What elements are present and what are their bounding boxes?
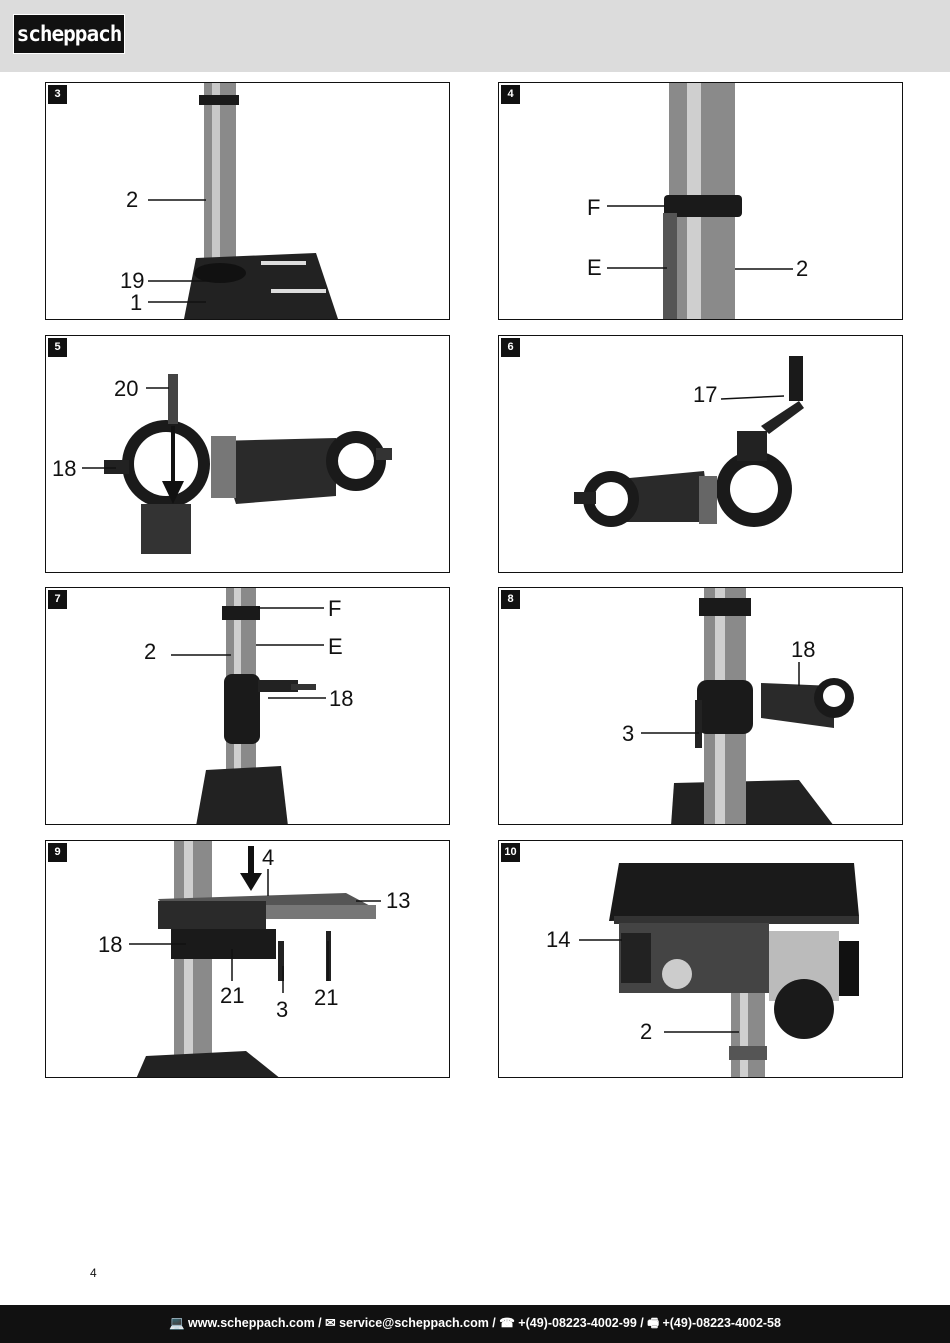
part-label: 2 (640, 1019, 653, 1044)
part-label: 3 (276, 997, 289, 1022)
figure-number: 8 (501, 590, 520, 609)
crank-arm-photo (574, 356, 804, 527)
part-label: 18 (329, 686, 354, 711)
part-label: 14 (546, 927, 571, 952)
figure-5: 5 20 18 (45, 335, 450, 573)
part-label: 1 (130, 290, 143, 315)
part-label: F (328, 596, 342, 621)
part-label: 4 (262, 845, 275, 870)
figure-number: 6 (501, 338, 520, 357)
table-mounting-photo (129, 841, 381, 1077)
part-label: 13 (386, 888, 411, 913)
figure-4: 4 F E 2 (498, 82, 903, 320)
figure-number: 10 (501, 843, 520, 862)
page-header: scheppach (0, 0, 950, 72)
part-label: 17 (693, 382, 718, 407)
part-label: 2 (126, 187, 139, 212)
drill-column-base-photo (148, 83, 338, 319)
part-label: F (587, 195, 601, 220)
figure-6: 6 17 (498, 335, 903, 573)
part-label: 2 (144, 639, 157, 664)
part-label: 19 (120, 268, 145, 293)
part-label: 20 (114, 376, 139, 401)
brand-logo: scheppach (13, 14, 125, 54)
part-label: E (587, 255, 602, 280)
figure-number: 7 (48, 590, 67, 609)
part-label: 2 (796, 256, 809, 281)
figure-9: 9 4 13 18 21 3 21 (45, 840, 450, 1078)
part-label: 18 (52, 456, 77, 481)
column-rack-photo (607, 83, 793, 319)
figure-number: 9 (48, 843, 67, 862)
page-number: 4 (90, 1266, 97, 1280)
drill-head-photo (579, 863, 859, 1077)
figure-number: 4 (501, 85, 520, 104)
part-label: 18 (791, 637, 816, 662)
part-label: 21 (314, 985, 339, 1010)
part-label: E (328, 634, 343, 659)
figure-3: 3 2 19 1 (45, 82, 450, 320)
part-label: 3 (622, 721, 635, 746)
part-label: 18 (98, 932, 123, 957)
table-support-photo (82, 374, 392, 554)
column-with-support-photo (171, 588, 326, 824)
figure-number: 5 (48, 338, 67, 357)
contact-footer: 💻 www.scheppach.com / ✉ service@scheppac… (0, 1305, 950, 1343)
figure-10: 10 14 2 (498, 840, 903, 1078)
support-on-column-photo (641, 588, 854, 824)
figure-number: 3 (48, 85, 67, 104)
figure-8: 8 18 3 (498, 587, 903, 825)
part-label: 21 (220, 983, 245, 1008)
figure-7: 7 F 2 E 18 (45, 587, 450, 825)
